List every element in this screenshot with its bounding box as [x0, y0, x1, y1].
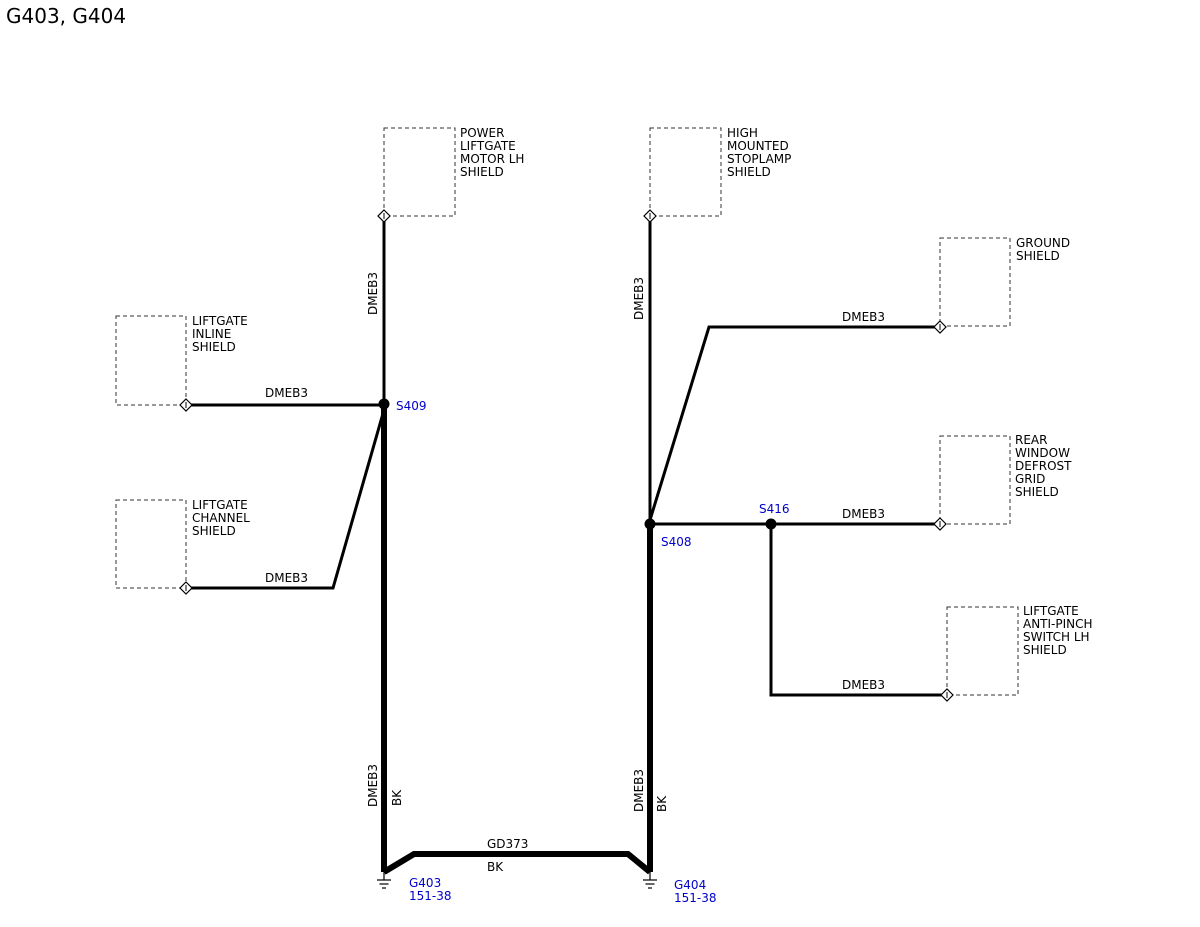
terminal-markers [179, 209, 954, 702]
wire-label-dmeb3: DMEB3 [366, 764, 380, 807]
wire-label-dmeb3: DMEB3 [366, 272, 380, 315]
splice-s408[interactable]: S408 [644, 518, 692, 550]
terminal-channel [179, 581, 193, 595]
ground-icon [377, 872, 391, 889]
wire-label-gd373: GD373 [487, 837, 528, 851]
wire-channel-to-s409 [186, 409, 386, 590]
wire-label-dmeb3: DMEB3 [632, 769, 646, 812]
ground-icon [643, 872, 657, 889]
wire-label-dmeb3: DMEB3 [265, 571, 308, 585]
splice-s409[interactable]: S409 [378, 398, 427, 414]
wire-segments [186, 216, 947, 875]
wire-label-dmeb3: DMEB3 [632, 277, 646, 320]
terminal-power-liftgate [377, 209, 391, 223]
wire-labels: DMEB3 DMEB3 DMEB3 DMEB3 DMEB3 DMEB3 DMEB… [265, 272, 885, 874]
terminal-inline [179, 398, 193, 412]
wire-label-dmeb3: DMEB3 [842, 678, 885, 692]
terminal-ground-shield [933, 320, 947, 334]
splice-s416[interactable]: S416 [759, 502, 790, 530]
wire-label-dmeb3: DMEB3 [265, 386, 308, 400]
wire-label-dmeb3: DMEB3 [842, 507, 885, 521]
svg-text:S408: S408 [661, 535, 692, 549]
wire-label-bk: BK [655, 795, 669, 812]
page-title: G403, G404 [6, 4, 127, 28]
wire-gd373 [382, 851, 652, 875]
wire-ground-shield-to-s408 [648, 325, 940, 521]
svg-text:S409: S409 [396, 399, 427, 413]
wire-label-bk: BK [390, 789, 404, 806]
wire-label-dmeb3: DMEB3 [842, 310, 885, 324]
svg-text:S416: S416 [759, 502, 790, 516]
wire-label-bk: BK [487, 860, 504, 874]
wire-s416-to-anti-pinch [769, 524, 947, 697]
terminal-defrost [933, 517, 947, 531]
terminal-anti-pinch [940, 688, 954, 702]
terminal-stoplamp [643, 209, 657, 223]
